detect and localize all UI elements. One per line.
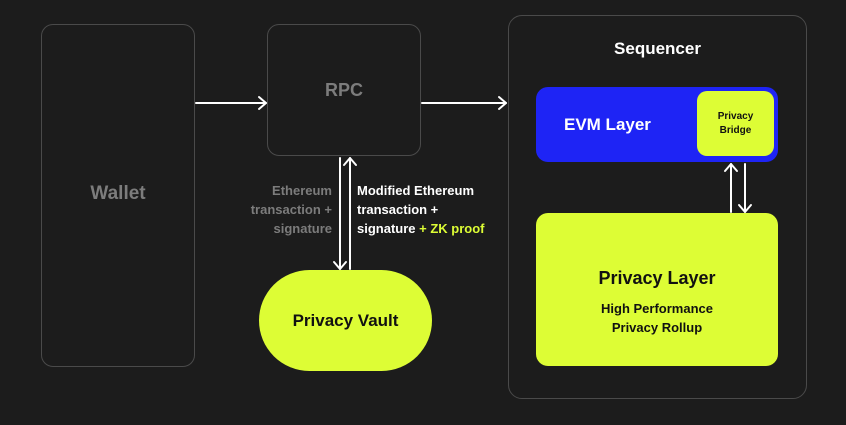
privacy-vault-box: Privacy Vault bbox=[259, 270, 432, 371]
ethereum-tx-line1: Ethereum bbox=[272, 183, 332, 198]
wallet-box: Wallet bbox=[41, 24, 195, 367]
modified-tx-line2: transaction + bbox=[357, 202, 439, 217]
privacy-bridge-box: Privacy Bridge bbox=[697, 91, 774, 156]
privacy-layer-box: Privacy Layer High Performance Privacy R… bbox=[536, 213, 778, 366]
privacy-layer-subtitle: High Performance Privacy Rollup bbox=[536, 299, 778, 337]
evm-layer-label: EVM Layer bbox=[564, 115, 651, 134]
modified-tx-line3: signature + ZK proof bbox=[357, 219, 484, 238]
privacy-layer-title: Privacy Layer bbox=[598, 268, 716, 288]
evm-layer-box: EVM Layer Privacy Bridge bbox=[536, 87, 778, 162]
privacy-bridge-line1: Privacy bbox=[717, 110, 754, 122]
rpc-to-vault-arrowhead bbox=[333, 261, 347, 270]
bridge-to-layer-arrowhead bbox=[738, 204, 752, 213]
modified-tx-line1: Modified Ethereum bbox=[357, 183, 475, 198]
ethereum-tx-line3: signature bbox=[273, 221, 332, 236]
ethereum-tx-label: Ethereum transaction + signature bbox=[251, 181, 332, 238]
privacy-layer-sub2: Privacy Rollup bbox=[611, 320, 703, 335]
modified-tx-line3-text: signature bbox=[357, 221, 416, 236]
sequencer-label: Sequencer bbox=[614, 39, 701, 58]
rpc-to-sequencer-arrowhead bbox=[498, 96, 507, 110]
privacy-layer-sub1: High Performance bbox=[601, 301, 713, 316]
wallet-label: Wallet bbox=[90, 183, 146, 204]
ethereum-tx-line2: transaction + bbox=[250, 202, 332, 217]
layer-to-bridge-arrowhead bbox=[724, 163, 738, 172]
wallet-to-rpc-arrowhead bbox=[258, 96, 267, 110]
rpc-box: RPC bbox=[267, 24, 421, 156]
rpc-label: RPC bbox=[324, 80, 363, 100]
vault-to-rpc-arrowhead bbox=[343, 157, 357, 166]
privacy-vault-label: Privacy Vault bbox=[292, 310, 399, 330]
zk-proof-label: + ZK proof bbox=[415, 221, 485, 236]
modified-tx-label: Modified Ethereum transaction + signatur… bbox=[357, 181, 484, 238]
privacy-bridge-line2: Bridge bbox=[719, 124, 752, 136]
